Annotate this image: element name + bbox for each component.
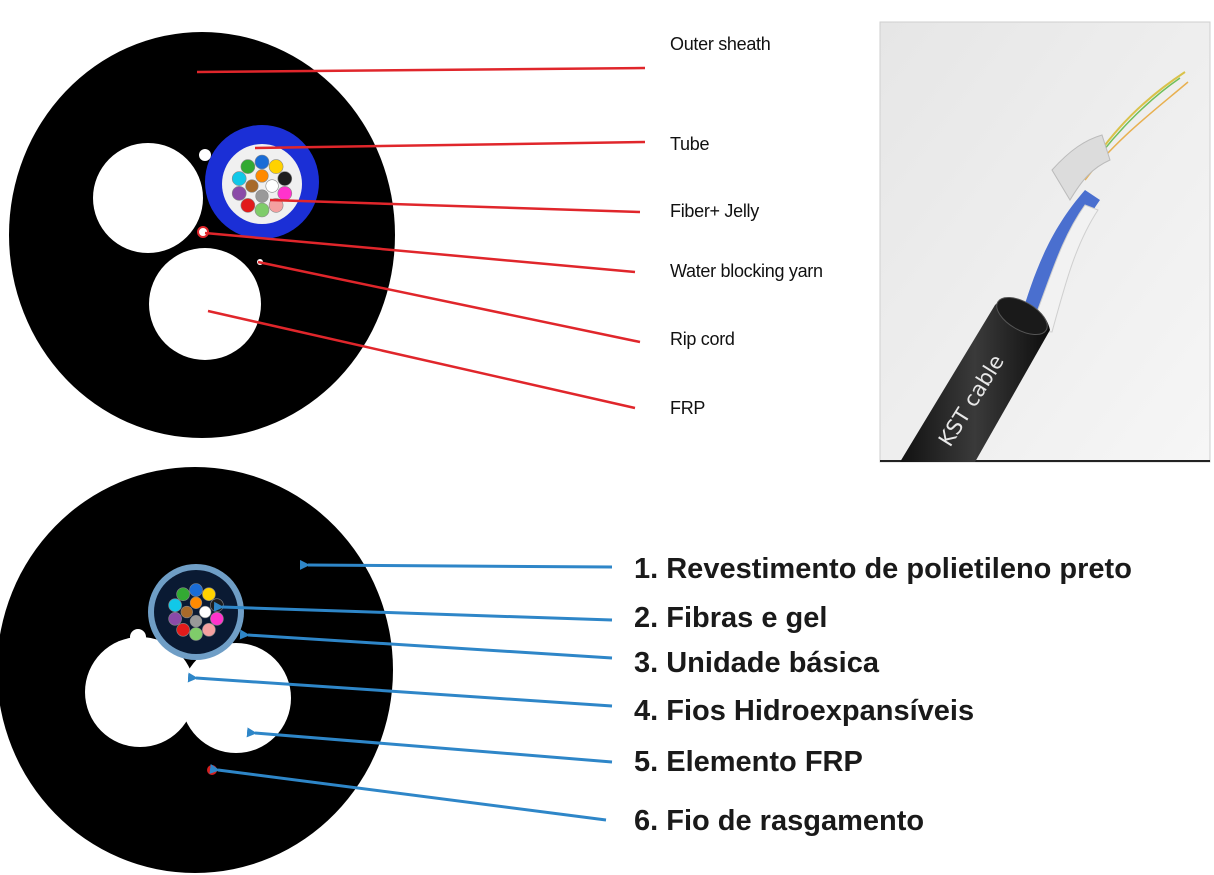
bottom-tube-inner	[154, 570, 238, 654]
arrow-2	[213, 601, 613, 622]
top-cross-section: Outer sheath Tube Fiber+ Jelly Water blo…	[9, 32, 823, 438]
bottom-fiber-1	[189, 583, 203, 597]
bottom-fiber-bundle	[168, 583, 224, 641]
bottom-fiber-inner-2	[189, 615, 203, 628]
bottom-cross-section: 1. Revestimento de polietileno preto 2. …	[0, 467, 1132, 873]
top-fiber-5	[268, 198, 284, 213]
fiber-bundle	[231, 154, 293, 218]
water-blocking-yarn	[199, 149, 211, 161]
bottom-fiber-6	[189, 627, 203, 641]
arrow-4	[187, 672, 613, 708]
photo-clear-tube	[1051, 134, 1111, 201]
top-fiber-2	[268, 159, 284, 174]
label-fio-rasgamento: 6. Fio de rasgamento	[634, 805, 924, 837]
top-fiber-9	[231, 171, 247, 186]
label-elemento-frp: 5. Elemento FRP	[634, 746, 863, 778]
frp-rod-left	[93, 143, 203, 253]
photo-frame	[879, 21, 1211, 463]
bottom-fiber-5	[202, 622, 216, 637]
top-fiber-4	[277, 186, 293, 201]
label-fibras-gel: 2. Fibras e gel	[634, 602, 827, 634]
top-fiber-inner-3	[245, 179, 259, 193]
label-unidade-basica: 3. Unidade básica	[634, 647, 880, 679]
label-fiber-jelly: Fiber+ Jelly	[670, 201, 759, 221]
bottom-ripcord	[207, 765, 217, 775]
arrow-1	[299, 559, 613, 570]
label-outer-sheath: Outer sheath	[670, 34, 770, 54]
bottom-water-yarn-2	[184, 672, 196, 684]
bottom-fiber-inner-4	[189, 596, 203, 609]
top-fiber-1	[254, 154, 270, 170]
label-revestimento: 1. Revestimento de polietileno preto	[634, 553, 1132, 585]
callout-line-rip-cord	[257, 260, 641, 344]
label-fios-hidroexpansiveis: 4. Fios Hidroexpansíveis	[634, 695, 974, 727]
bottom-fiber-7	[176, 622, 190, 637]
bottom-water-yarn	[130, 629, 146, 645]
frp-rod-bottom	[149, 248, 261, 360]
top-fiber-10	[240, 159, 256, 174]
arrow-3	[239, 629, 613, 660]
top-fiber-inner-1	[265, 179, 279, 193]
bottom-fiber-inner-3	[180, 605, 193, 619]
bottom-fiber-3	[210, 598, 224, 613]
label-water-blocking-yarn: Water blocking yarn	[670, 261, 823, 281]
bottom-fiber-8	[168, 611, 182, 626]
label-frp: FRP	[670, 398, 705, 418]
bottom-frp-left	[85, 637, 195, 747]
bottom-fiber-inner-1	[199, 605, 212, 619]
photo-jacket-end	[996, 296, 1048, 336]
label-tube: Tube	[670, 134, 709, 154]
callout-line-outer-sheath	[196, 66, 646, 74]
arrow-6	[209, 764, 607, 822]
arrow-5	[246, 727, 613, 764]
bottom-fiber-4	[210, 611, 224, 626]
water-blocking-yarn-2	[197, 226, 209, 238]
callout-line-frp	[207, 309, 636, 410]
cable-photo: KST cable	[879, 21, 1211, 463]
photo-cable-jacket	[900, 299, 1050, 462]
callout-line-tube	[254, 140, 646, 150]
bottom-fiber-2	[202, 587, 216, 602]
top-fiber-inner-2	[255, 189, 269, 203]
bottom-frp-right	[181, 643, 291, 753]
top-fiber-3	[277, 171, 293, 186]
label-rip-cord: Rip cord	[670, 329, 735, 349]
top-fiber-7	[240, 198, 256, 213]
callout-line-water-yarn	[204, 231, 636, 274]
top-fiber-inner-4	[255, 169, 269, 183]
top-fiber-8	[231, 186, 247, 201]
top-fiber-6	[254, 202, 270, 218]
photo-white-member	[1029, 204, 1099, 333]
bottom-fiber-9	[168, 598, 182, 613]
bottom-fiber-10	[176, 587, 190, 602]
callout-line-fiber	[269, 198, 641, 214]
